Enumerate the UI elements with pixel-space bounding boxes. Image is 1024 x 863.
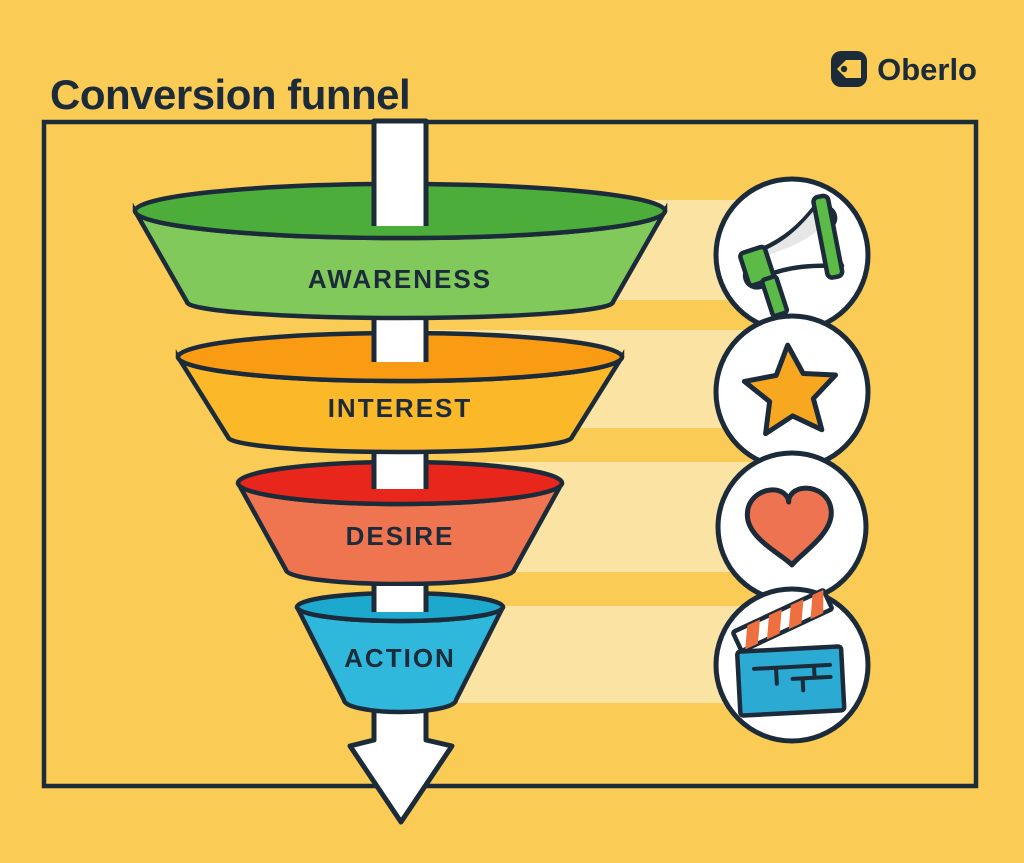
funnel-stage-action: ACTION bbox=[294, 586, 506, 715]
megaphone-horn-shade bbox=[759, 210, 822, 259]
arrow-overlap-edges bbox=[371, 586, 429, 612]
stage-label-interest: INTEREST bbox=[328, 393, 473, 423]
arrow-overlap-edges bbox=[371, 176, 429, 226]
clapper-board bbox=[735, 644, 847, 718]
clapper-stick bbox=[731, 588, 834, 653]
stage-label-desire: DESIRE bbox=[346, 521, 455, 551]
megaphone-icon bbox=[738, 193, 845, 319]
icon-circle-awareness bbox=[713, 176, 871, 334]
brand-logo: Oberlo bbox=[830, 50, 977, 88]
tag-hole bbox=[840, 65, 848, 73]
clapper-stripe bbox=[767, 609, 782, 640]
clapperboard-icon bbox=[731, 588, 847, 718]
price-tag-shape bbox=[837, 60, 862, 78]
stage-label-action: ACTION bbox=[344, 643, 456, 673]
arrow-overlap bbox=[376, 455, 424, 489]
diagram-frame bbox=[41, 119, 979, 789]
arrow-overlap-edges bbox=[371, 455, 429, 489]
arrow-overlap bbox=[376, 586, 424, 612]
arrow-overlap bbox=[376, 176, 424, 226]
stage-label-awareness: AWARENESS bbox=[308, 264, 492, 294]
page-title: Conversion funnel bbox=[50, 71, 411, 119]
arrow-overlap-edges bbox=[371, 326, 429, 362]
icon-circle-desire bbox=[715, 450, 869, 604]
heart-icon bbox=[744, 485, 834, 568]
funnel-stage-awareness: AWARENESS bbox=[132, 176, 668, 321]
heart-shape bbox=[744, 485, 834, 568]
star-shape bbox=[741, 342, 839, 437]
icon-circle-action bbox=[713, 586, 871, 744]
clapper-stripe bbox=[788, 599, 804, 630]
brand-name: Oberlo bbox=[877, 51, 977, 87]
clapper-stripe bbox=[745, 619, 760, 650]
funnel-stage-desire: DESIRE bbox=[235, 455, 565, 587]
clapper-board-marks bbox=[752, 662, 833, 693]
star-icon bbox=[741, 342, 839, 437]
clapper-stripe bbox=[810, 589, 824, 620]
megaphone-handle bbox=[760, 274, 790, 319]
arrow-overlap bbox=[376, 326, 424, 362]
oberlo-tag-icon bbox=[831, 51, 868, 87]
funnel-stage-interest: INTEREST bbox=[175, 326, 625, 455]
megaphone-bell-lip bbox=[811, 193, 845, 280]
icon-circle-interest bbox=[713, 313, 871, 471]
